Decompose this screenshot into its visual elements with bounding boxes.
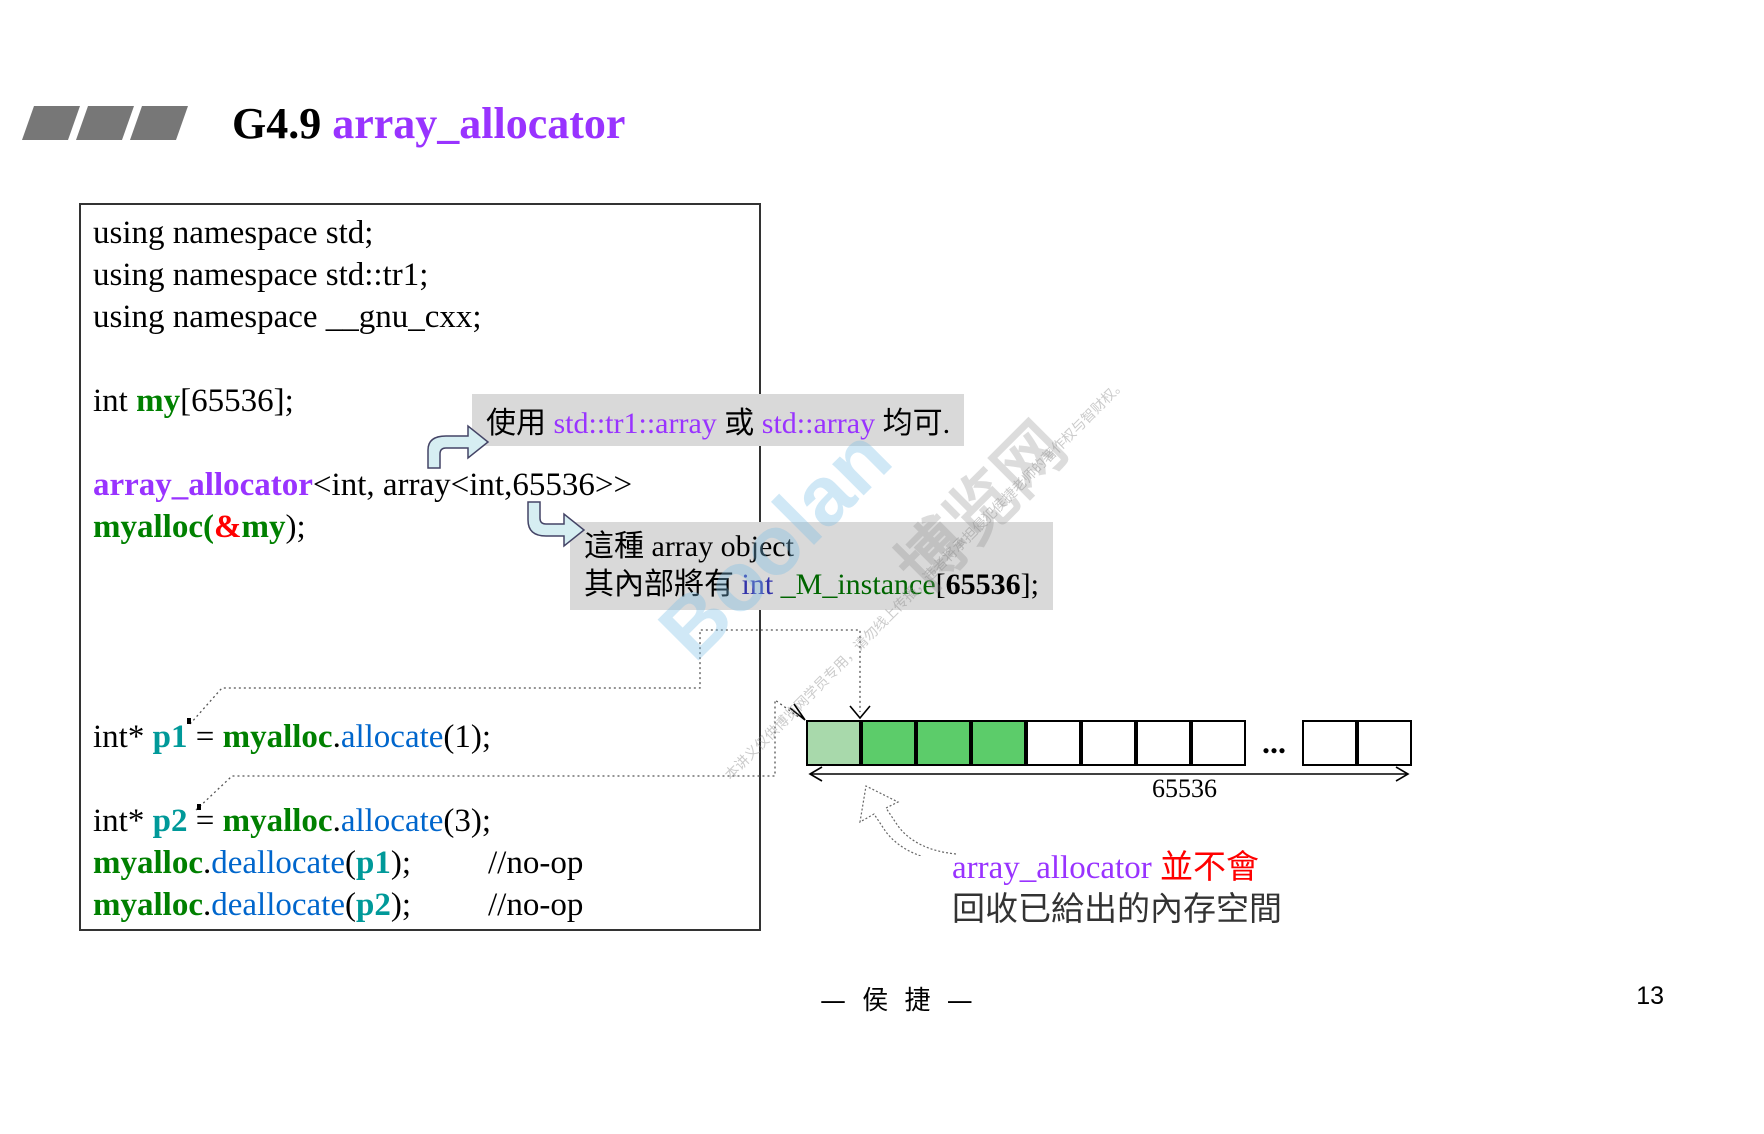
footer-author: — 侯 捷 — <box>820 986 977 1016</box>
code-token: myalloc <box>93 845 203 881</box>
size-arrow <box>808 766 1410 782</box>
curved-arrow-icon <box>527 501 586 548</box>
note-array-types: 使用 std::tr1::array 或 std::array 均可. <box>472 394 965 446</box>
code-token: ); <box>390 845 412 881</box>
curved-arrow-icon <box>427 424 490 469</box>
memory-cell-used <box>806 720 861 766</box>
note-text-line2: 其內部將有 int _M_instance[65536]; <box>584 566 1039 604</box>
note-text: 均可. <box>875 407 951 440</box>
code-token: deallocate <box>211 845 345 881</box>
code-line-6: myalloc(&my); <box>93 506 306 548</box>
note-text: 這種 array object <box>584 530 794 563</box>
code-token: (3); <box>443 803 492 839</box>
code-line-3: using namespace __gnu_cxx; <box>93 299 482 335</box>
caption-text: array_allocator <box>952 850 1152 886</box>
memory-cell-free <box>1026 720 1081 766</box>
code-token: int* <box>93 803 153 839</box>
code-token: ); <box>285 509 306 545</box>
code-token: ( <box>344 887 356 923</box>
title-decoration <box>22 106 188 140</box>
code-token: ( <box>344 845 356 881</box>
code-token: <int, array<int,65536>> <box>312 467 633 503</box>
code-token: my <box>241 509 286 545</box>
code-token: ( <box>202 509 214 545</box>
page-number: 13 <box>1636 982 1664 1010</box>
code-token: p2 <box>152 803 188 839</box>
memory-cell-free <box>1136 720 1191 766</box>
memory-cell-used <box>971 720 1026 766</box>
code-token: array_allocator <box>93 467 313 503</box>
slide-title: G4.9 array_allocator <box>232 98 625 149</box>
note-text: 使用 <box>486 407 554 440</box>
code-line-4: int my[65536]; <box>93 380 294 422</box>
memory-cell-free <box>1357 720 1412 766</box>
note-text: int <box>741 568 774 601</box>
code-comment-1: //no-op <box>488 845 584 881</box>
caption-line-1: array_allocator 並不會 <box>952 840 1259 888</box>
title-name: array_allocator <box>332 99 626 148</box>
code-token: ); <box>390 887 412 923</box>
caption-line-2: 回收已給出的內存空間 <box>952 892 1282 928</box>
code-token: . <box>202 845 212 881</box>
note-text: std::tr1::array <box>553 407 717 440</box>
memory-cell-free <box>1302 720 1357 766</box>
note-text: [ <box>935 568 946 601</box>
code-token: int <box>93 383 137 419</box>
code-token: = <box>187 803 223 839</box>
code-token: deallocate <box>211 887 345 923</box>
code-token: allocate <box>340 803 444 839</box>
code-token: . <box>332 719 341 755</box>
code-line-2: using namespace std::tr1; <box>93 257 429 293</box>
code-token: myalloc <box>222 719 333 755</box>
code-line-7: int* p1 = myalloc.allocate(1); <box>93 716 491 758</box>
code-token: myalloc <box>93 509 203 545</box>
code-line-8: int* p2 = myalloc.allocate(3); <box>93 800 491 842</box>
code-token: & <box>213 509 242 545</box>
code-line-5: array_allocator<int, array<int,65536>> <box>93 464 632 506</box>
memory-cell-used <box>861 720 916 766</box>
size-label: 65536 <box>1152 774 1217 803</box>
code-token: allocate <box>340 719 444 755</box>
memory-cell-free <box>1191 720 1246 766</box>
title-prefix: G4.9 <box>232 99 322 148</box>
return-arrow-icon <box>859 785 957 856</box>
code-line-1: using namespace std; <box>93 215 374 251</box>
code-token: p2 <box>355 887 391 923</box>
code-token: int* <box>93 719 153 755</box>
note-text: 65536 <box>945 568 1021 601</box>
note-text: 其內部將有 <box>584 568 742 601</box>
code-token: . <box>332 803 341 839</box>
code-token: = <box>187 719 223 755</box>
memory-cell-free <box>1081 720 1136 766</box>
note-text: 或 <box>716 407 762 440</box>
caption-text: 並不會 <box>1151 850 1259 886</box>
note-array-object: 這種 array object 其內部將有 int _M_instance[65… <box>570 522 1053 610</box>
note-text: _M_instance <box>773 568 936 601</box>
note-text: ]; <box>1020 568 1039 601</box>
memory-cell-used <box>916 720 971 766</box>
code-token: my <box>136 383 181 419</box>
code-token: myalloc <box>222 803 333 839</box>
code-token: p1 <box>152 719 188 755</box>
code-token: myalloc <box>93 887 203 923</box>
note-text: std::array <box>761 407 876 440</box>
code-token: . <box>202 887 212 923</box>
code-token: (1); <box>443 719 492 755</box>
code-token: [65536]; <box>180 383 294 419</box>
code-token: p1 <box>355 845 391 881</box>
memory-ellipsis: ... <box>1262 724 1286 760</box>
code-comment-2: //no-op <box>488 887 584 923</box>
code-line-10: myalloc.deallocate(p2); <box>93 884 411 926</box>
code-line-9: myalloc.deallocate(p1); <box>93 842 411 884</box>
